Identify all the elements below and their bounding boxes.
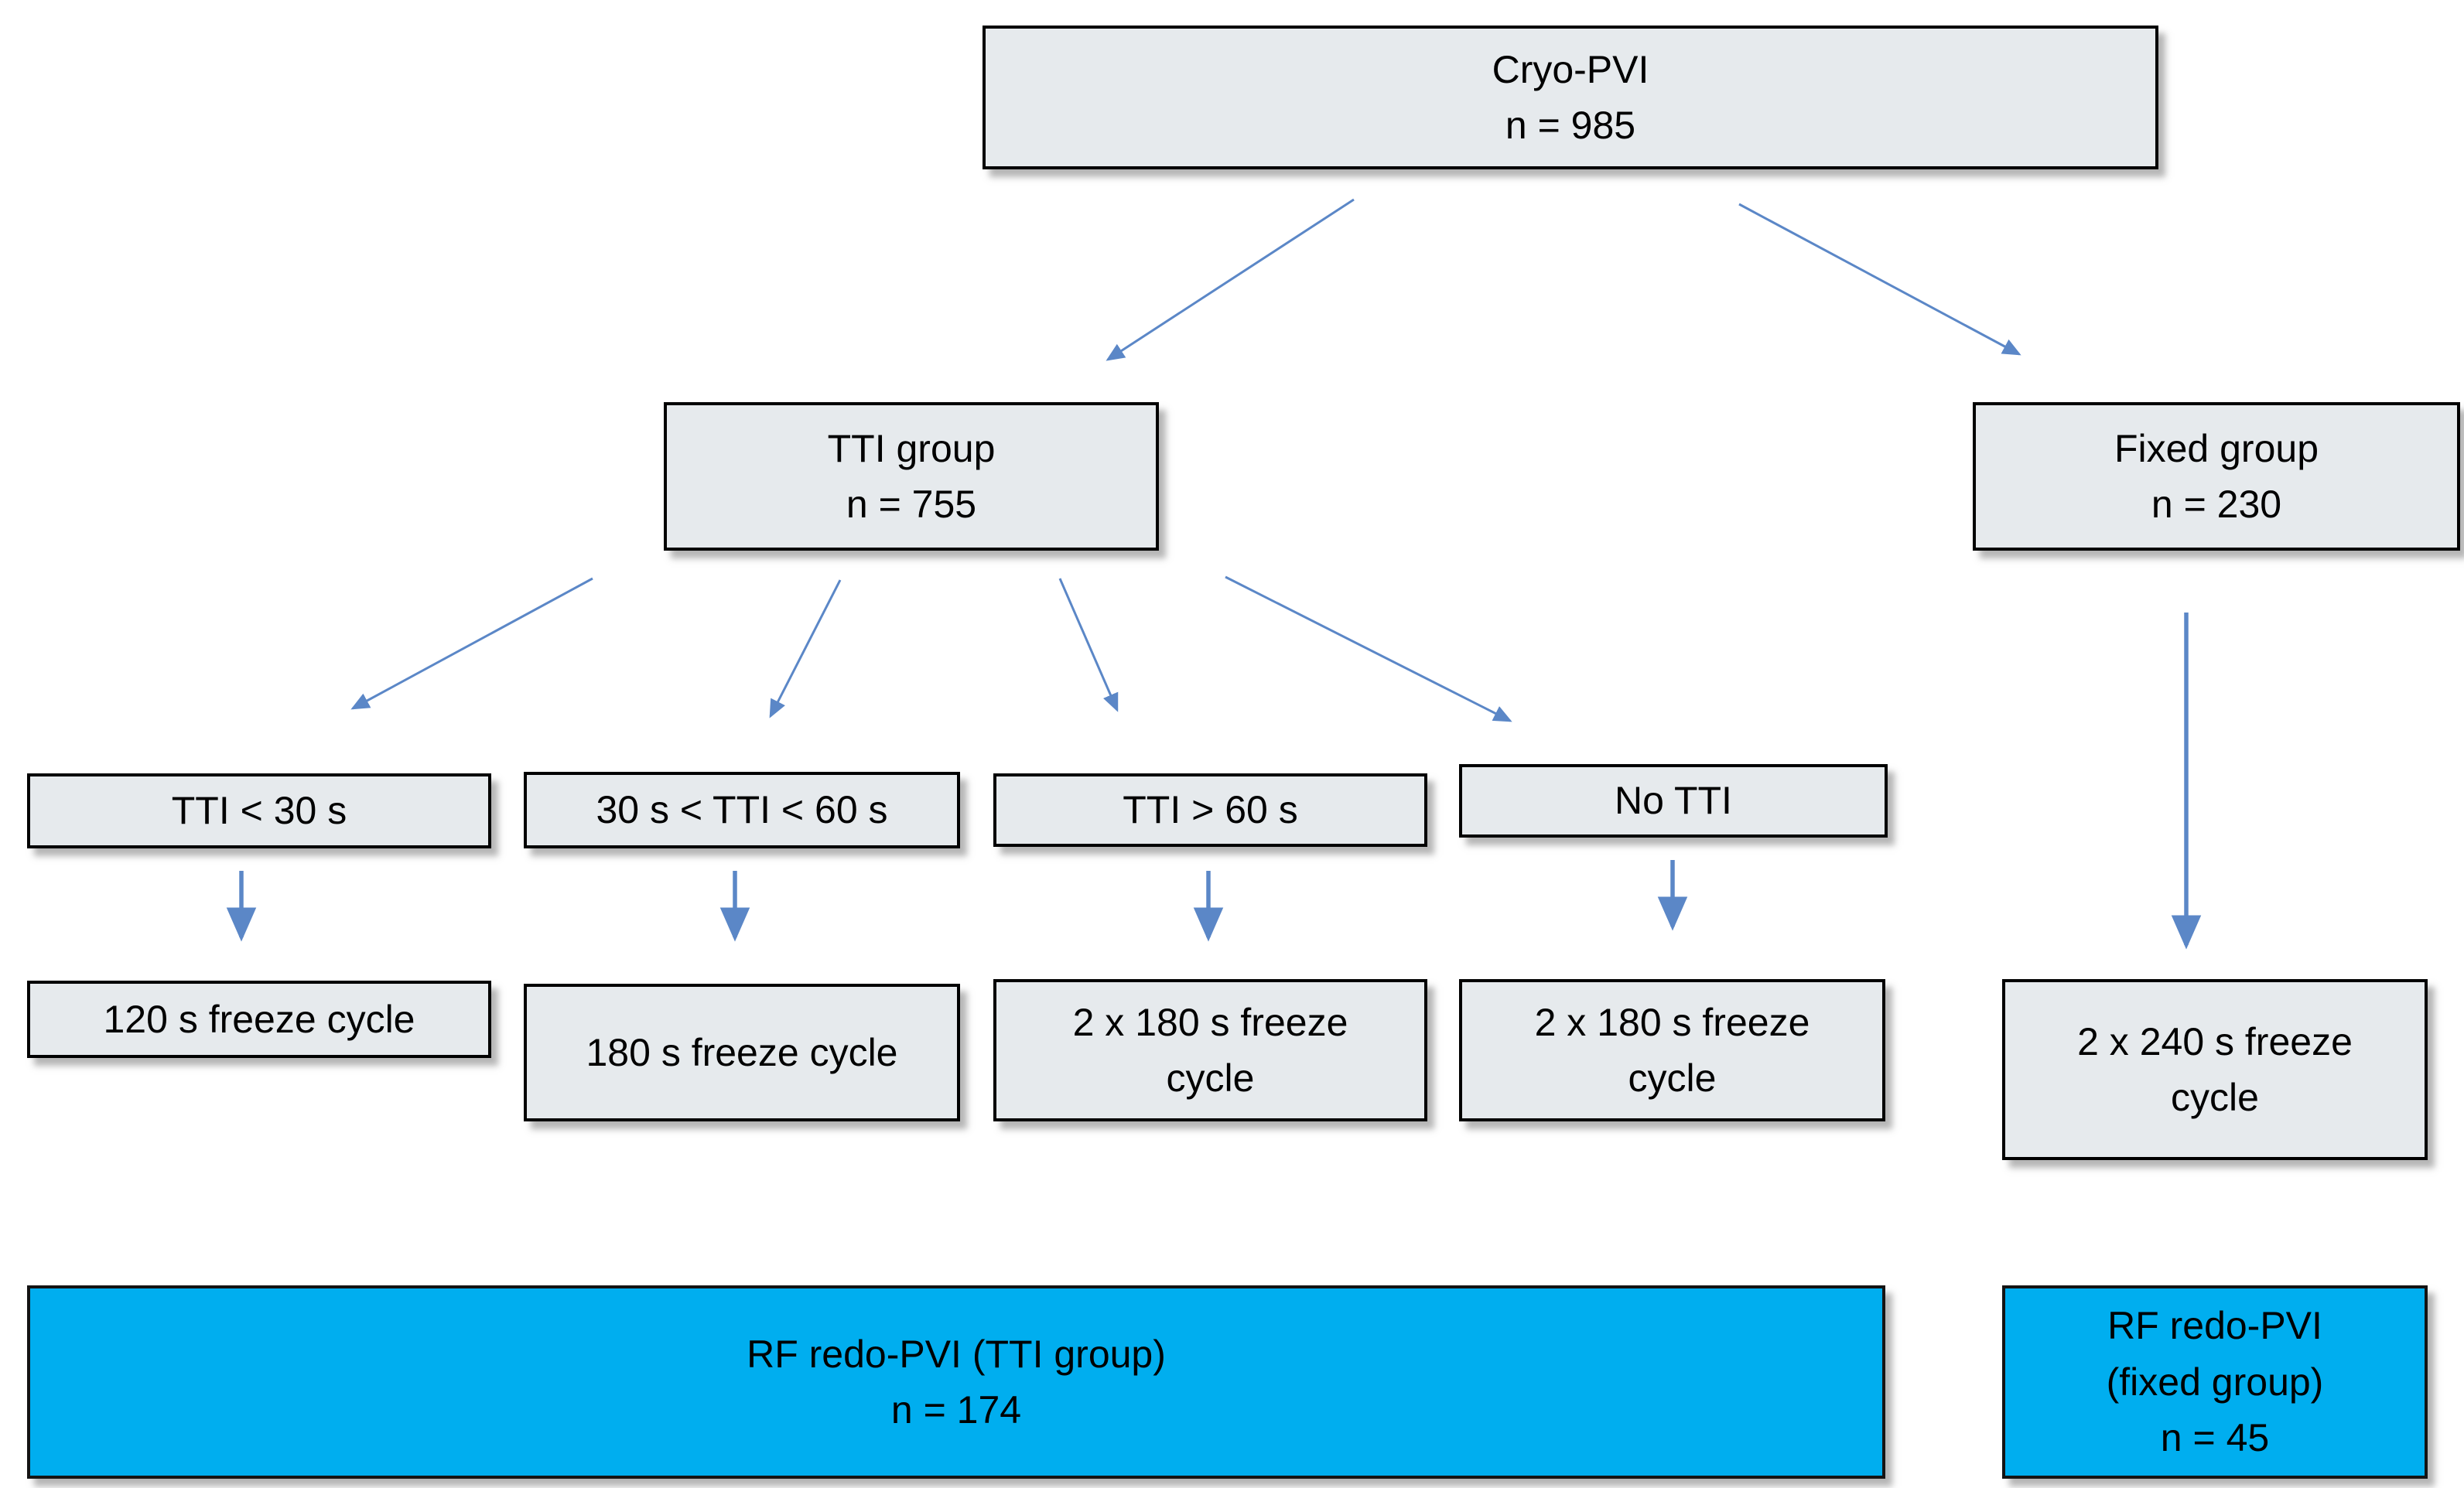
node-label: TTI > 60 s [1123, 788, 1298, 832]
node-count: n = 755 [846, 483, 977, 526]
node-freeze-2x180-b: 2 x 180 s freeze cycle [1459, 979, 1885, 1121]
node-count: n = 174 [890, 1388, 1022, 1432]
arrow-tti-to-no-tti [1225, 575, 1512, 722]
node-count: n = 45 [2160, 1416, 2270, 1460]
node-label: RF redo-PVI (TTI group) [747, 1332, 1166, 1376]
node-label: Fixed group [2114, 426, 2319, 470]
node-label: TTI group [827, 426, 996, 470]
node-label: 2 x 180 s freeze cycle [1534, 1000, 1810, 1101]
arrow-cryo-to-tti-group [1106, 198, 1355, 361]
node-label: 180 s freeze cycle [586, 1030, 898, 1074]
node-count: n = 230 [2151, 483, 2282, 526]
node-tti-gt-60: TTI > 60 s [993, 773, 1427, 847]
node-label: Cryo-PVI [1492, 47, 1649, 91]
node-freeze-2x180-a: 2 x 180 s freeze cycle [993, 979, 1427, 1121]
node-tti-group: TTI group n = 755 [664, 402, 1159, 551]
node-label: 30 s < TTI < 60 s [596, 788, 888, 832]
arrow-tti-to-gt60 [1058, 578, 1119, 712]
arrow-cryo-to-fixed-group [1738, 203, 2021, 356]
node-tti-30-60: 30 s < TTI < 60 s [524, 772, 960, 848]
node-rf-redo-tti: RF redo-PVI (TTI group) n = 174 [27, 1285, 1885, 1479]
node-no-tti: No TTI [1459, 764, 1888, 838]
node-count: n = 985 [1505, 104, 1636, 147]
node-rf-redo-fixed: RF redo-PVI (fixed group) n = 45 [2002, 1285, 2428, 1479]
arrow-tti-to-lt30 [350, 577, 593, 710]
node-label: 120 s freeze cycle [103, 997, 415, 1041]
node-freeze-2x240: 2 x 240 s freeze cycle [2002, 979, 2428, 1160]
arrow-tti-to-30-60 [769, 579, 842, 718]
node-label: RF redo-PVI (fixed group) [2106, 1304, 2324, 1404]
node-cryo-pvi: Cryo-PVI n = 985 [983, 26, 2158, 169]
node-fixed-group: Fixed group n = 230 [1973, 402, 2460, 551]
node-tti-lt-30: TTI < 30 s [27, 773, 491, 848]
node-label: TTI < 30 s [171, 789, 347, 833]
node-label: 2 x 240 s freeze cycle [2077, 1019, 2353, 1120]
node-label: No TTI [1615, 779, 1732, 823]
node-freeze-180: 180 s freeze cycle [524, 984, 960, 1121]
node-label: 2 x 180 s freeze cycle [1072, 1000, 1348, 1101]
node-freeze-120: 120 s freeze cycle [27, 981, 491, 1058]
